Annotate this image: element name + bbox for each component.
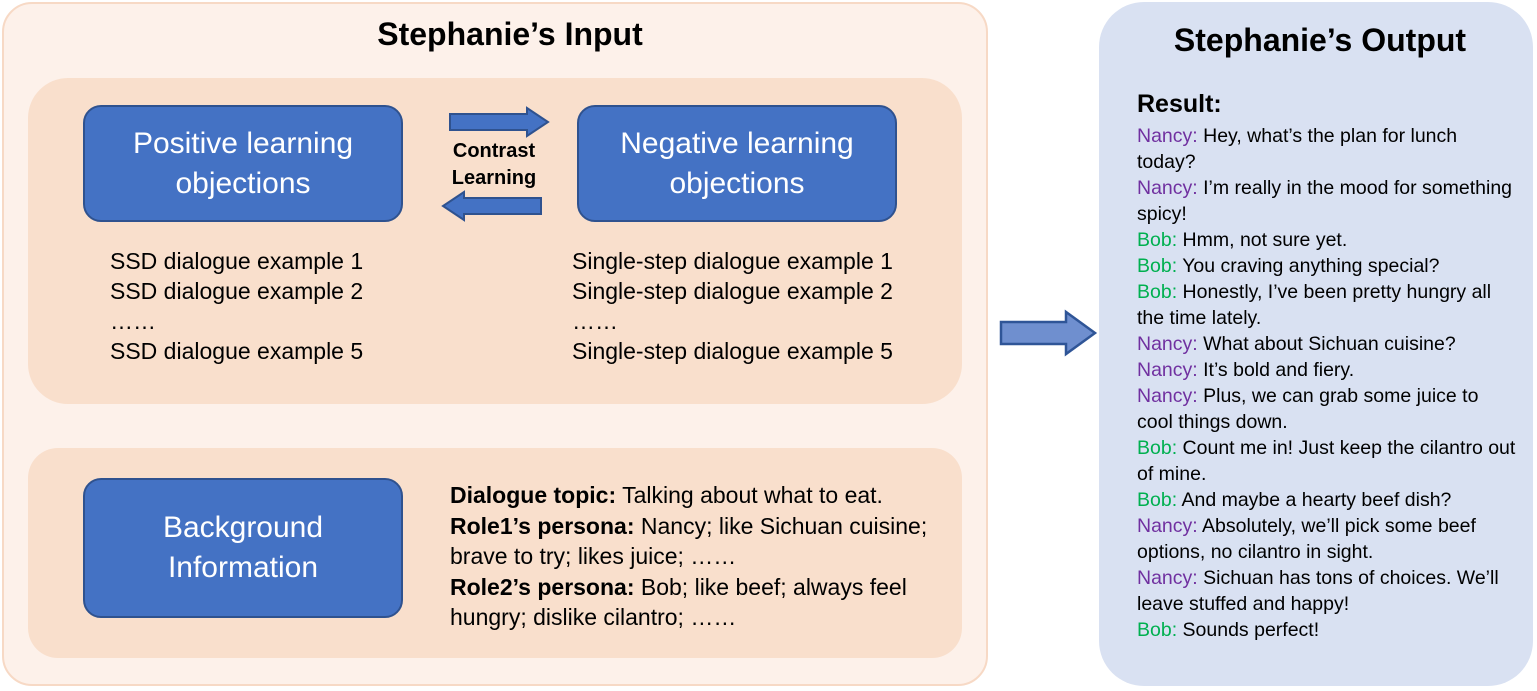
dialogue-line: Bob: And maybe a hearty beef dish? [1137, 487, 1517, 513]
dialogue-line: Bob: Sounds perfect! [1137, 617, 1517, 643]
speaker-name: Nancy [1137, 385, 1193, 407]
list-item: Single-step dialogue example 1 [572, 248, 893, 274]
speaker-colon: : [1171, 619, 1178, 641]
background-info-text: Dialogue topic: Talking about what to ea… [450, 480, 950, 633]
contrast-label-line: Contrast [452, 140, 536, 162]
dialogue-line: Nancy: Absolutely, we’ll pick some beef … [1137, 513, 1517, 565]
background-info-item: Role1’s persona: Nancy; like Sichuan cui… [450, 511, 950, 572]
utterance-text: It’s bold and fiery. [1197, 359, 1355, 381]
dialogue-line: Nancy: It’s bold and fiery. [1137, 357, 1517, 383]
list-item: …… [110, 308, 156, 334]
speaker-colon: : [1171, 229, 1178, 251]
speaker-name: Bob [1137, 229, 1172, 251]
background-information-box: Background Information [83, 478, 403, 618]
speaker-colon: : [1192, 333, 1198, 355]
dialogue-line: Nancy: Hey, what’s the plan for lunch to… [1137, 123, 1517, 175]
dialogue-line: Bob: You craving anything special? [1137, 253, 1517, 279]
positive-examples-list: SSD dialogue example 1 SSD dialogue exam… [110, 246, 363, 366]
speaker-name: Bob [1137, 255, 1172, 277]
dialogue-line: Bob: Count me in! Just keep the cilantro… [1137, 435, 1517, 487]
utterance-text: I’m really in the mood for something spi… [1137, 177, 1513, 225]
speaker-colon: : [1192, 515, 1198, 537]
utterance-text: You craving anything special? [1177, 255, 1440, 277]
speaker-name: Bob [1137, 281, 1172, 303]
speaker-name: Nancy [1137, 359, 1193, 381]
utterance-text: And maybe a hearty beef dish? [1177, 489, 1452, 511]
dialogue-line: Nancy: Plus, we can grab some juice to c… [1137, 383, 1517, 435]
speaker-colon: : [1192, 385, 1198, 407]
positive-box-line: objections [175, 166, 311, 200]
speaker-name: Nancy [1137, 333, 1193, 355]
negative-box-line: Negative learning [620, 126, 854, 160]
positive-box-line: Positive learning [132, 126, 354, 160]
list-item: …… [572, 308, 618, 334]
speaker-colon: : [1171, 255, 1178, 277]
speaker-name: Nancy [1137, 567, 1193, 589]
utterance-text: Sounds perfect! [1177, 619, 1320, 641]
speaker-name: Bob [1137, 489, 1172, 511]
utterance-text: Plus, we can grab some juice to cool thi… [1137, 385, 1479, 433]
speaker-colon: : [1192, 359, 1198, 381]
negative-examples-list: Single-step dialogue example 1 Single-st… [572, 246, 893, 366]
utterance-text: Honestly, I’ve been pretty hungry all th… [1137, 281, 1492, 329]
info-label: Dialogue topic: [450, 482, 617, 508]
input-title: Stephanie’s Input [377, 16, 643, 52]
info-label: Role2’s persona: [450, 573, 635, 600]
background-info-item: Role2’s persona: Bob; like beef; always … [450, 572, 950, 633]
arrow-to-output-icon [999, 309, 1098, 357]
speaker-colon: : [1192, 177, 1198, 199]
info-text: Nancy; like Sichuan cuisine; brave to tr… [450, 512, 928, 570]
utterance-text: Sichuan has tons of choices. We’ll leave… [1137, 567, 1499, 615]
negative-box-line: objections [669, 166, 805, 200]
speaker-colon: : [1171, 437, 1178, 459]
dialogue-line: Nancy: Sichuan has tons of choices. We’l… [1137, 565, 1517, 617]
utterance-text: Count me in! Just keep the cilantro out … [1137, 437, 1516, 485]
list-item: SSD dialogue example 1 [110, 248, 364, 274]
dialogue-transcript: Nancy: Hey, what’s the plan for lunch to… [1137, 123, 1517, 643]
output-panel [1099, 2, 1533, 686]
utterance-text: Absolutely, we’ll pick some beef options… [1137, 515, 1476, 563]
list-item: SSD dialogue example 5 [110, 338, 364, 364]
dialogue-line: Bob: Hmm, not sure yet. [1137, 227, 1517, 253]
info-label: Role1’s persona: [450, 512, 635, 539]
speaker-colon: : [1171, 281, 1178, 303]
list-item: SSD dialogue example 2 [110, 278, 364, 304]
negative-learning-box: Negative learning objections [577, 105, 897, 222]
utterance-text: What about Sichuan cuisine? [1197, 333, 1456, 355]
speaker-colon: : [1192, 567, 1198, 589]
arrow-left-icon [441, 190, 542, 222]
positive-learning-box: Positive learning objections [83, 105, 403, 222]
speaker-name: Nancy [1137, 515, 1193, 537]
background-box-line: Information [167, 551, 319, 584]
background-info-item: Dialogue topic: Talking about what to ea… [450, 480, 950, 511]
result-label: Result: [1137, 90, 1222, 118]
speaker-colon: : [1192, 125, 1198, 147]
arrow-right-icon [449, 106, 550, 138]
dialogue-line: Nancy: What about Sichuan cuisine? [1137, 331, 1517, 357]
dialogue-line: Bob: Honestly, I’ve been pretty hungry a… [1137, 279, 1517, 331]
dialogue-line: Nancy: I’m really in the mood for someth… [1137, 175, 1517, 227]
contrast-label-line: Learning [451, 167, 537, 189]
utterance-text: Hmm, not sure yet. [1177, 229, 1348, 251]
speaker-colon: : [1171, 489, 1178, 511]
speaker-name: Nancy [1137, 177, 1193, 199]
utterance-text: Hey, what’s the plan for lunch today? [1137, 125, 1458, 173]
list-item: Single-step dialogue example 2 [572, 278, 893, 304]
info-text: Talking about what to eat. [616, 482, 883, 508]
speaker-name: Bob [1137, 619, 1172, 641]
info-text: Bob; like beef; always feel hungry; disl… [450, 573, 907, 631]
speaker-name: Bob [1137, 437, 1172, 459]
speaker-name: Nancy [1137, 125, 1193, 147]
list-item: Single-step dialogue example 5 [572, 338, 893, 364]
contrast-learning-label: Contrast Learning [418, 138, 570, 192]
output-title: Stephanie’s Output [1173, 22, 1467, 58]
background-box-line: Background [162, 511, 324, 544]
